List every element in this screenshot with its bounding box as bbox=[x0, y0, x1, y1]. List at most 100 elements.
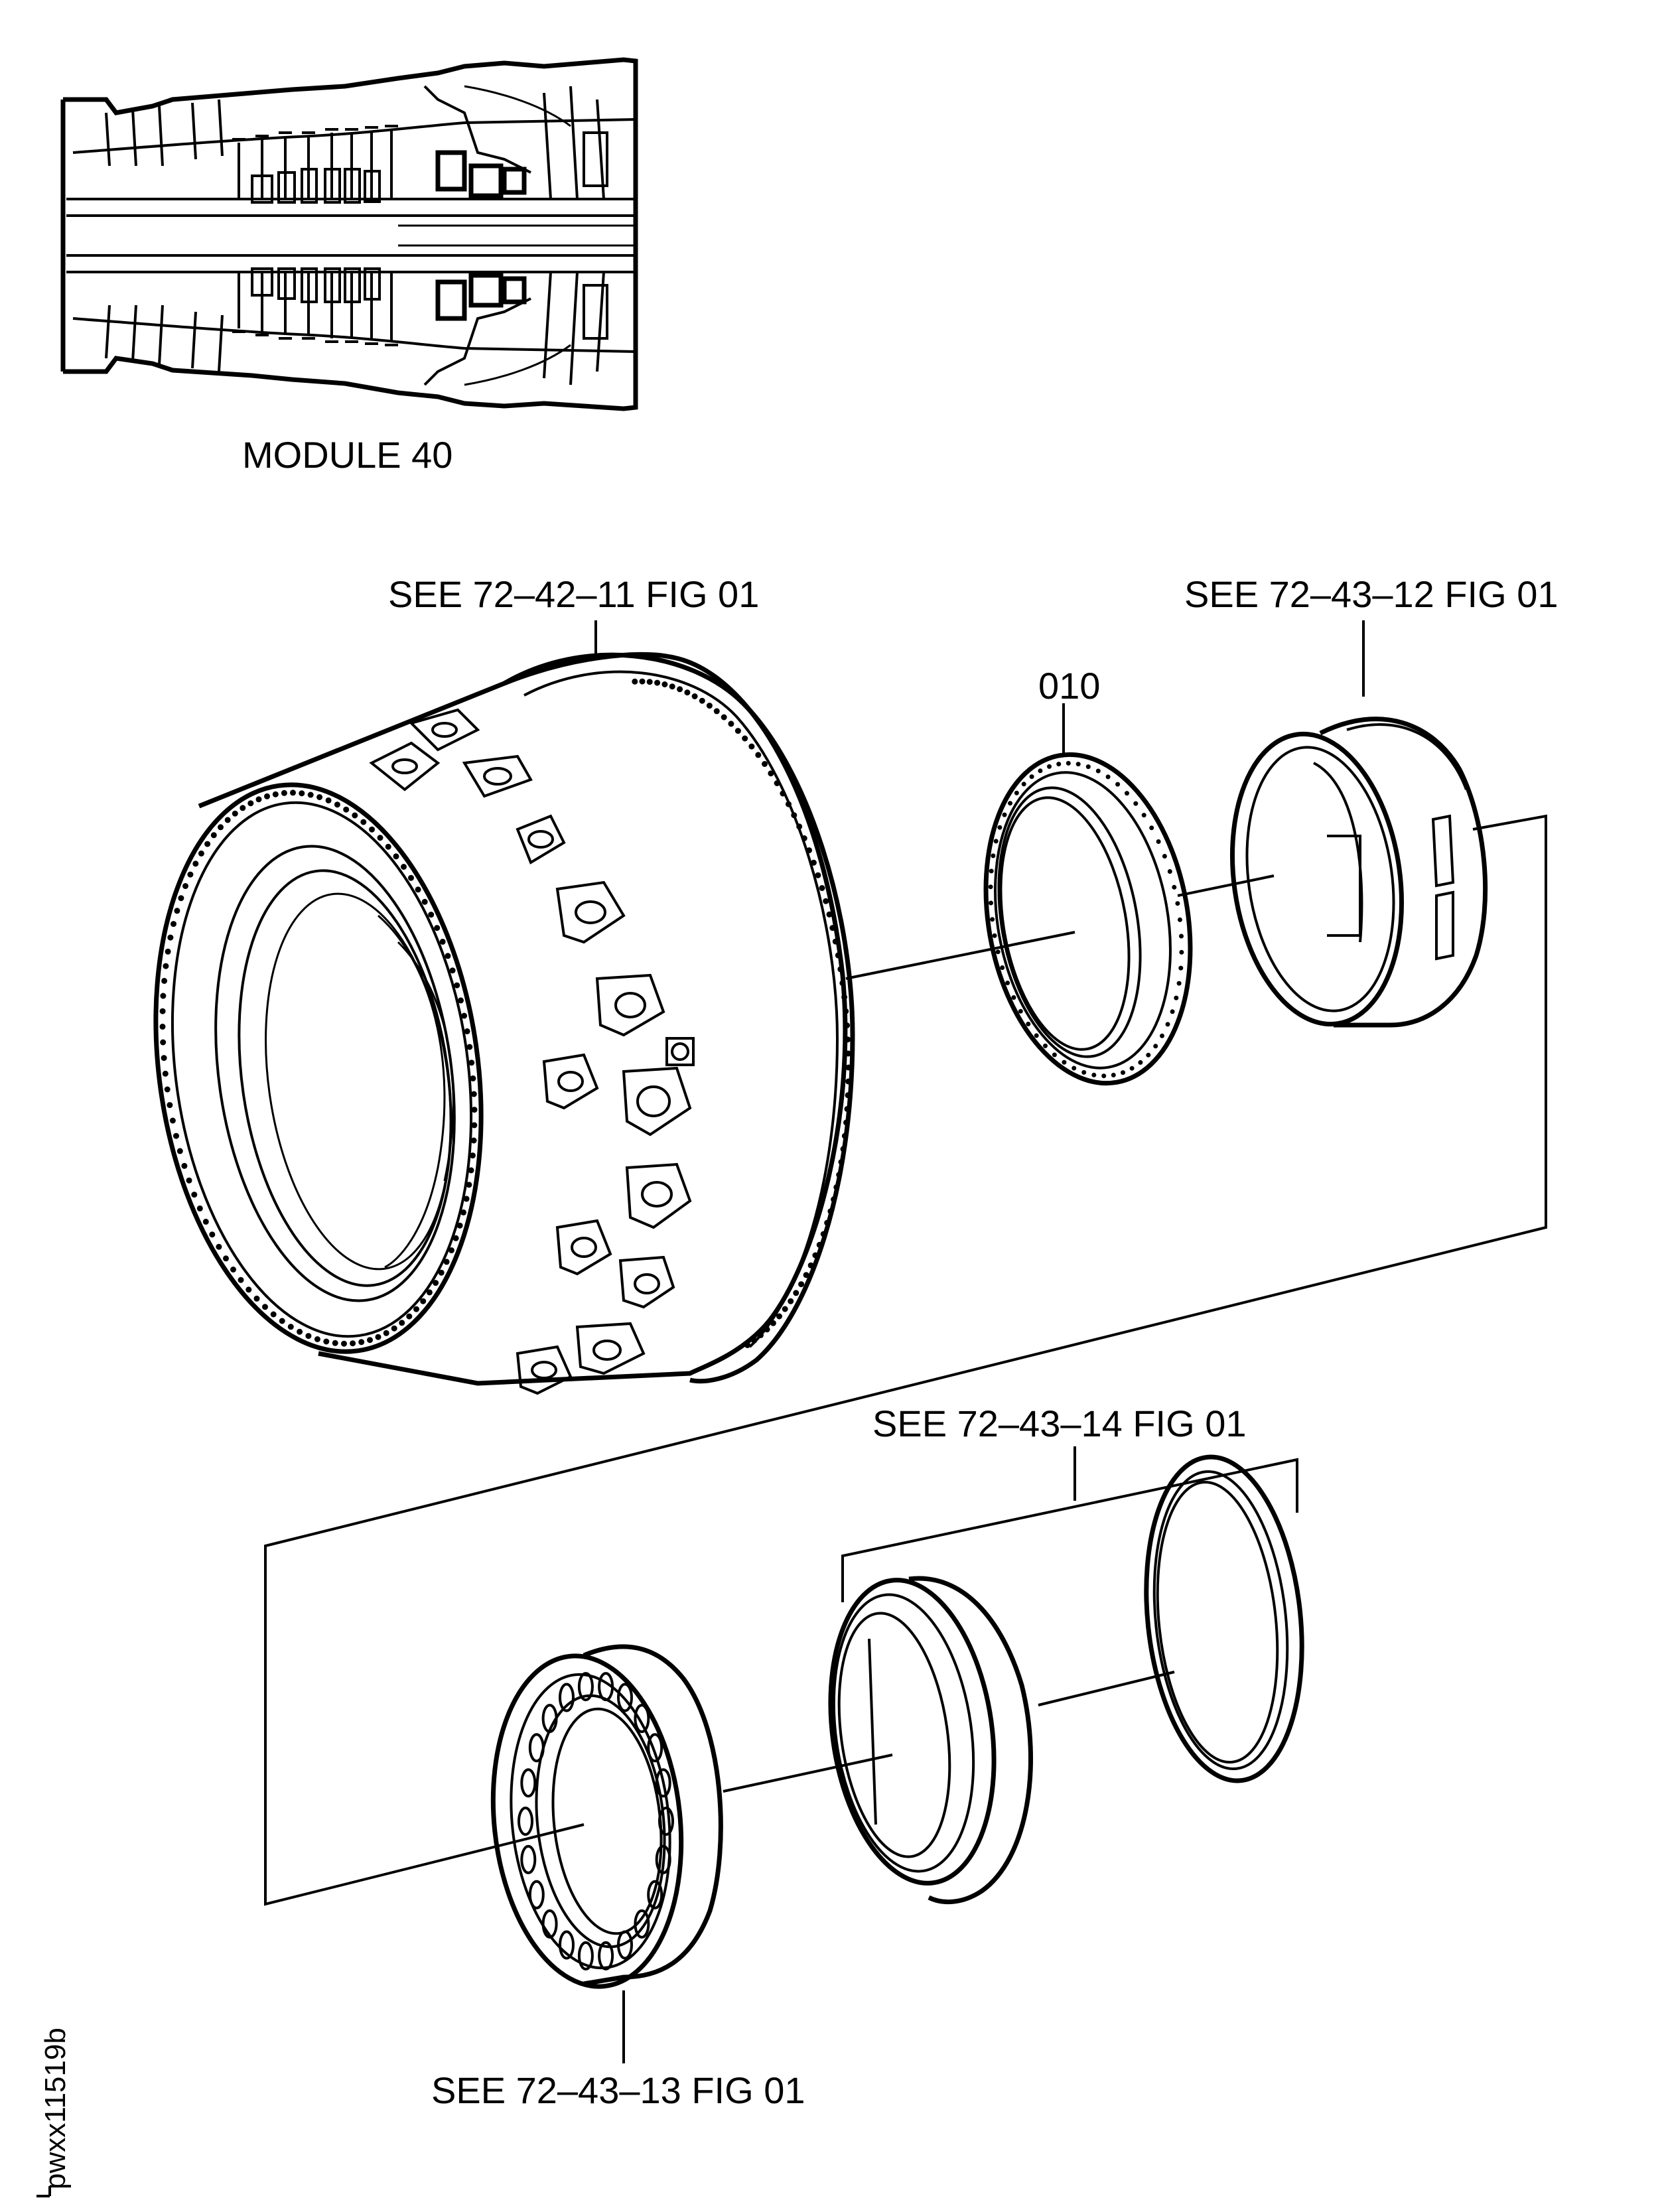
bearing-roller bbox=[655, 1844, 671, 1874]
seal-ring-front bbox=[828, 1576, 1033, 1905]
engine-cross-section bbox=[60, 57, 638, 411]
bolt-hole bbox=[997, 825, 1003, 830]
bolt-hole bbox=[843, 1008, 849, 1014]
bolt-hole bbox=[844, 1106, 851, 1112]
bolt-hole bbox=[1146, 1052, 1151, 1058]
bolt-hole bbox=[833, 1184, 840, 1190]
bolt-hole bbox=[223, 1255, 229, 1262]
bolt-hole bbox=[1174, 995, 1179, 1001]
bearing-roller bbox=[647, 1733, 663, 1763]
bolt-hole bbox=[1170, 1009, 1175, 1014]
bolt-hole bbox=[463, 1196, 470, 1202]
turbine-case bbox=[153, 652, 855, 1395]
turbine-section bbox=[423, 85, 608, 386]
bolt-hole bbox=[831, 1196, 837, 1203]
bolt-hole bbox=[669, 683, 675, 690]
bolt-hole bbox=[458, 997, 464, 1004]
bolt-hole bbox=[1138, 1060, 1143, 1065]
bolt-hole bbox=[991, 853, 996, 859]
bolt-hole bbox=[173, 1133, 179, 1139]
bolt-hole bbox=[793, 1290, 799, 1296]
bolt-hole bbox=[434, 925, 441, 932]
seal-pair-callout: SEE 72–43–14 FIG 01 bbox=[872, 1403, 1247, 1444]
case-callout: SEE 72–42–11 FIG 01 bbox=[388, 573, 759, 615]
bolt-hole bbox=[470, 1091, 477, 1097]
bolt-hole bbox=[470, 1075, 476, 1081]
bolt-hole bbox=[358, 1339, 365, 1346]
bolt-hole bbox=[1014, 790, 1019, 795]
case-bosses bbox=[369, 708, 695, 1395]
bolt-hole bbox=[428, 912, 435, 918]
bolt-hole bbox=[826, 911, 833, 918]
bolt-hole bbox=[1000, 965, 1005, 970]
bolt-hole bbox=[290, 790, 296, 796]
bolt-hole bbox=[768, 770, 774, 777]
bolt-hole bbox=[360, 819, 367, 825]
bolt-hole bbox=[845, 1036, 851, 1043]
bolt-hole bbox=[1162, 854, 1167, 859]
bearing-roller bbox=[559, 1683, 575, 1712]
bolt-hole bbox=[843, 1119, 849, 1126]
ring-bolt-holes bbox=[988, 760, 1184, 1079]
bolt-hole bbox=[167, 934, 174, 941]
bolt-hole bbox=[415, 886, 421, 893]
bolt-hole bbox=[990, 917, 995, 922]
bolt-hole bbox=[691, 693, 698, 699]
bolt-hole bbox=[1072, 1066, 1077, 1071]
bolt-hole bbox=[1178, 965, 1184, 971]
bolt-hole bbox=[801, 835, 807, 841]
bolt-hole bbox=[245, 1286, 252, 1293]
bolt-hole bbox=[471, 1122, 478, 1129]
bolt-hole bbox=[281, 790, 287, 796]
bolt-hole bbox=[639, 678, 646, 685]
bolt-hole bbox=[835, 952, 841, 959]
bolt-hole bbox=[989, 868, 994, 874]
bolt-hole bbox=[408, 874, 414, 881]
bolt-hole bbox=[159, 1008, 166, 1014]
bolt-hole bbox=[988, 884, 993, 890]
bolt-hole bbox=[1129, 1066, 1135, 1071]
bearing-roller bbox=[634, 1704, 650, 1734]
bolt-hole bbox=[839, 980, 846, 987]
bolt-hole bbox=[216, 1243, 222, 1250]
bolt-hole bbox=[1038, 768, 1043, 774]
bearing-roller bbox=[634, 1909, 650, 1939]
bolt-hole bbox=[844, 1022, 850, 1028]
bolt-hole bbox=[334, 801, 340, 808]
bolt-hole bbox=[1021, 782, 1026, 787]
bolt-hole bbox=[299, 790, 305, 797]
bolt-hole bbox=[1133, 801, 1139, 806]
bolt-hole bbox=[369, 826, 375, 833]
bearing-roller bbox=[647, 1880, 663, 1909]
bolt-hole bbox=[406, 1313, 413, 1320]
bolt-hole bbox=[391, 1325, 397, 1332]
bolt-hole bbox=[816, 1241, 823, 1248]
bolt-hole bbox=[272, 791, 279, 797]
bolt-hole bbox=[845, 1050, 851, 1057]
bolt-hole bbox=[192, 861, 199, 867]
bolt-hole bbox=[176, 1148, 183, 1154]
bolt-hole bbox=[1111, 1072, 1116, 1077]
bolt-hole bbox=[323, 1338, 330, 1345]
bolt-hole bbox=[167, 1102, 173, 1109]
front-flange-bolt-holes bbox=[159, 790, 478, 1347]
bolt-hole bbox=[377, 835, 383, 841]
bolt-hole bbox=[751, 1337, 758, 1344]
bolt-hole bbox=[164, 1086, 171, 1093]
bearing-roller bbox=[577, 1941, 594, 1970]
bolt-hole bbox=[162, 1070, 169, 1077]
bolt-hole bbox=[810, 859, 817, 866]
bolt-hole bbox=[461, 1012, 468, 1019]
module-label: MODULE 40 bbox=[242, 434, 452, 476]
bolt-hole bbox=[744, 1342, 751, 1348]
bolt-hole bbox=[247, 800, 254, 807]
bearing-roller bbox=[617, 1683, 633, 1712]
bolt-hole bbox=[1056, 762, 1062, 767]
bolt-hole bbox=[456, 1222, 463, 1229]
bearing-roller bbox=[520, 1844, 537, 1874]
bolt-hole bbox=[314, 1336, 320, 1342]
bolt-hole bbox=[460, 1209, 466, 1215]
bolt-hole bbox=[1052, 1052, 1057, 1058]
bolt-hole bbox=[841, 1133, 848, 1139]
